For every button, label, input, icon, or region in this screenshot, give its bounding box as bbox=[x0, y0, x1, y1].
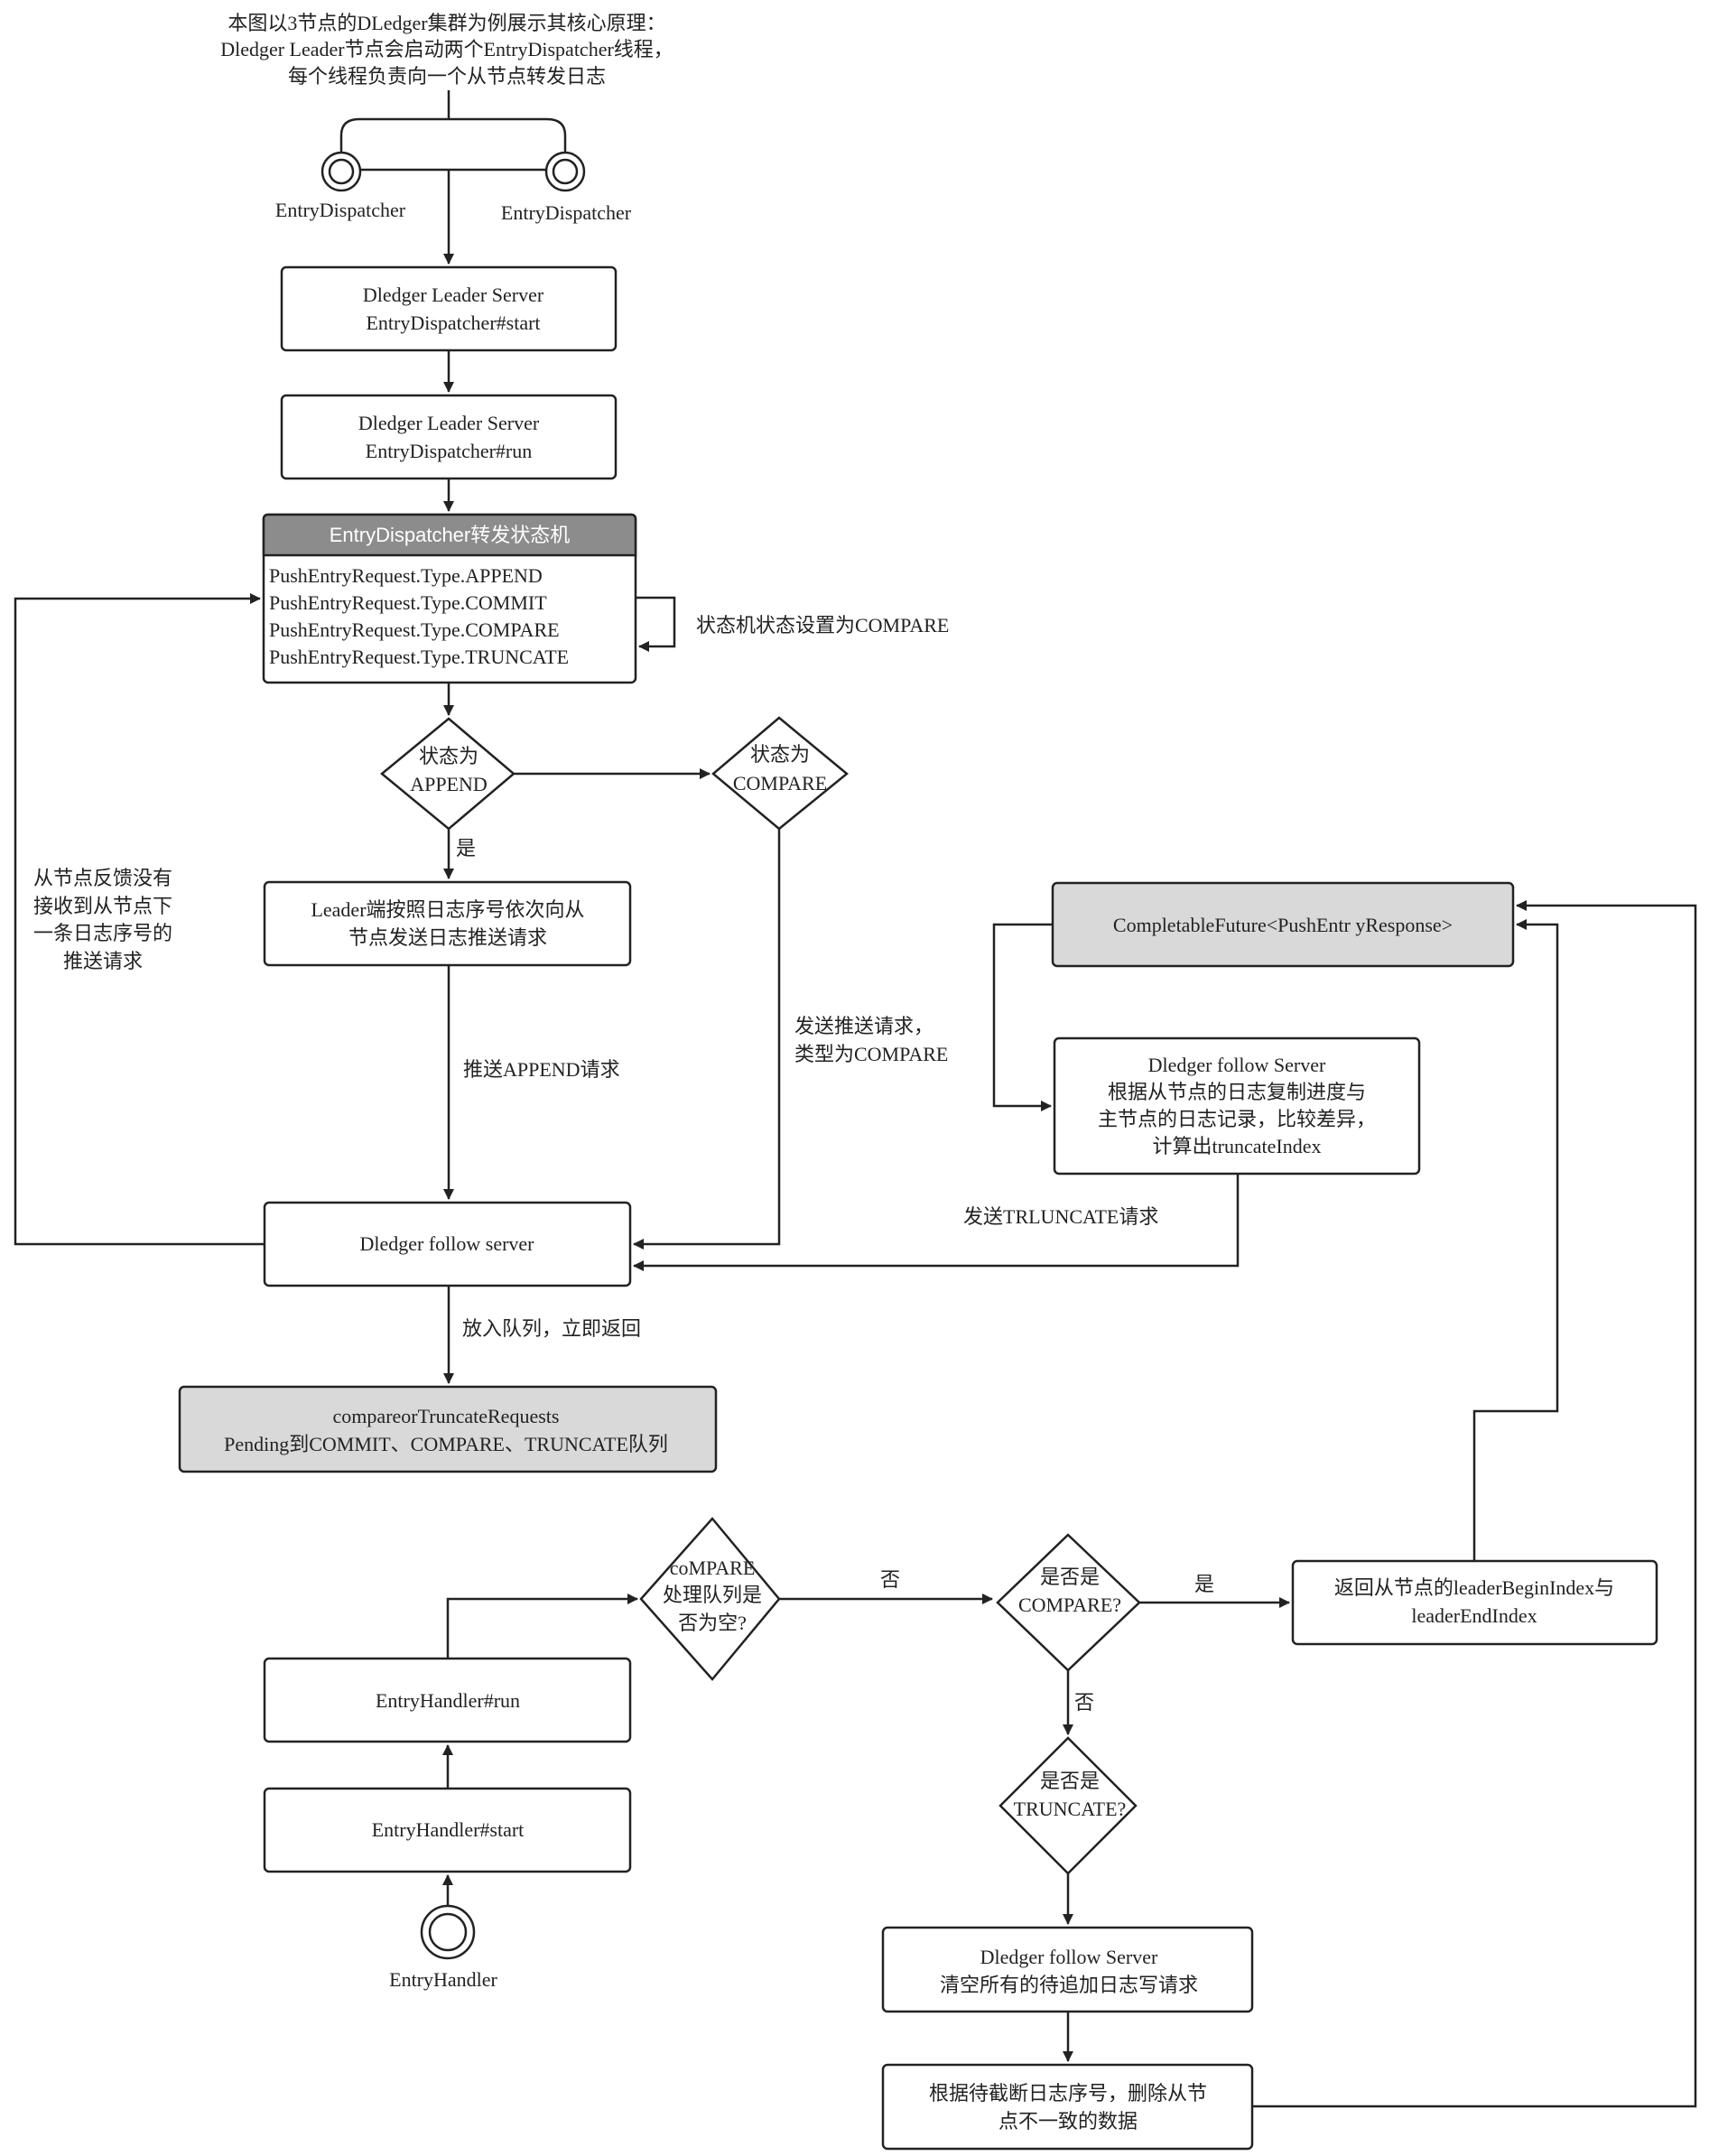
send-truncate-label: 发送TRLUNCATE请求 bbox=[963, 1205, 1158, 1228]
dispatcher-left-label: EntryDispatcher bbox=[275, 199, 406, 221]
handler-label: EntryHandler bbox=[389, 1968, 497, 1991]
leader-run-box: Dledger Leader Server EntryDispatcher#ru… bbox=[280, 394, 618, 480]
delete-data-box: 根据待截断日志序号，删除从节 点不一致的数据 bbox=[881, 2063, 1254, 2151]
feedback-line-4: 推送请求 bbox=[63, 950, 143, 972]
self-loop-label: 状态机状态设置为COMPARE bbox=[696, 614, 949, 637]
leader-run-line-1: Dledger Leader Server bbox=[358, 412, 540, 434]
handler-start-label: EntryHandler#start bbox=[372, 1818, 525, 1841]
decision-is-compare-line-1: 是否是 bbox=[1040, 1566, 1100, 1588]
future-to-compare-arrow bbox=[992, 923, 1053, 1111]
yes-label-append: 是 bbox=[456, 837, 476, 860]
decision-append-line-1: 状态为 bbox=[419, 745, 478, 767]
completable-future-box: CompletableFuture<PushEntr yResponse> bbox=[1051, 881, 1515, 968]
decision-queue-line-2: 处理队列是 bbox=[663, 1584, 762, 1606]
no-label-compare: 否 bbox=[1074, 1691, 1094, 1714]
send-compare-line-1: 发送推送请求， bbox=[794, 1015, 933, 1037]
state-machine-title: EntryDispatcher转发状态机 bbox=[330, 524, 571, 546]
intro-text: 本图以3节点的DLedger集群为例展示其核心原理： Dledger Leade… bbox=[220, 12, 673, 88]
no-label-queue: 否 bbox=[880, 1568, 900, 1591]
return-to-future-arrow bbox=[1472, 919, 1559, 1561]
intro-line-1: 本图以3节点的DLedger集群为例展示其核心原理： bbox=[228, 12, 665, 34]
follow-compare-box: Dledger follow Server 根据从节点的日志复制进度与 主节点的… bbox=[1053, 1036, 1421, 1176]
handler-terminal bbox=[420, 1904, 476, 1960]
pending-queue-box: compareorTruncateRequests Pending到COMMIT… bbox=[178, 1385, 718, 1473]
pending-queue-line-1: compareorTruncateRequests bbox=[333, 1405, 560, 1427]
clear-requests-line-1: Dledger follow Server bbox=[980, 1946, 1158, 1968]
follow-compare-line-4: 计算出truncateIndex bbox=[1153, 1135, 1322, 1157]
delete-data-line-2: 点不一致的数据 bbox=[998, 2110, 1138, 2133]
decision-compare-line-2: COMPARE bbox=[733, 772, 827, 795]
handler-run-box: EntryHandler#run bbox=[263, 1657, 632, 1743]
leader-push-line-2: 节点发送日志推送请求 bbox=[348, 926, 547, 949]
push-append-label: 推送APPEND请求 bbox=[463, 1058, 620, 1081]
dispatcher-right-label: EntryDispatcher bbox=[501, 201, 632, 224]
decision-is-compare-line-2: COMPARE? bbox=[1018, 1594, 1121, 1616]
truncate-request-arrow bbox=[633, 1174, 1240, 1271]
decision-compare: 状态为 COMPARE bbox=[711, 716, 849, 831]
decision-append: 状态为 APPEND bbox=[380, 717, 515, 831]
return-index-box: 返回从节点的leaderBeginIndex与 leaderEndIndex bbox=[1291, 1559, 1658, 1646]
decision-queue-empty: coMPARE 处理队列是 否为空? bbox=[639, 1517, 781, 1681]
leader-start-line-2: EntryDispatcher#start bbox=[366, 311, 540, 334]
follow-compare-line-1: Dledger follow Server bbox=[1148, 1054, 1326, 1076]
decision-compare-line-1: 状态为 bbox=[750, 743, 810, 766]
state-item-append: PushEntryRequest.Type.APPEND bbox=[269, 564, 543, 587]
follow-server-label: Dledger follow server bbox=[359, 1232, 534, 1255]
yes-label-compare: 是 bbox=[1194, 1573, 1214, 1595]
decision-queue-line-1: coMPARE bbox=[670, 1557, 756, 1579]
dispatcher-fork bbox=[339, 90, 567, 265]
return-index-line-2: leaderEndIndex bbox=[1411, 1604, 1537, 1627]
follow-compare-line-2: 根据从节点的日志复制进度与 bbox=[1108, 1081, 1366, 1103]
delete-to-future-arrow bbox=[1252, 900, 1697, 2108]
leader-run-line-2: EntryDispatcher#run bbox=[366, 440, 533, 462]
leader-push-line-1: Leader端按照日志序号依次向从 bbox=[311, 898, 584, 921]
enqueue-label: 放入队列，立即返回 bbox=[462, 1317, 641, 1340]
leader-push-box: Leader端按照日志序号依次向从 节点发送日志推送请求 bbox=[263, 880, 632, 967]
decision-append-line-2: APPEND bbox=[410, 773, 488, 795]
run-to-queue-check-arrow bbox=[446, 1594, 638, 1659]
clear-requests-line-2: 清空所有的待追加日志写请求 bbox=[940, 1974, 1198, 1996]
self-loop-arrow bbox=[636, 596, 676, 652]
follow-compare-line-3: 主节点的日志记录，比较差异， bbox=[1098, 1108, 1376, 1130]
state-item-truncate: PushEntryRequest.Type.TRUNCATE bbox=[269, 646, 569, 668]
decision-is-truncate-line-1: 是否是 bbox=[1040, 1770, 1100, 1792]
leader-start-line-1: Dledger Leader Server bbox=[363, 283, 544, 306]
pending-queue-line-2: Pending到COMMIT、COMPARE、TRUNCATE队列 bbox=[224, 1433, 668, 1455]
clear-requests-box: Dledger follow Server 清空所有的待追加日志写请求 bbox=[881, 1926, 1254, 2013]
dispatcher-right-terminal bbox=[544, 151, 586, 192]
compare-request-arrow bbox=[633, 829, 781, 1250]
handler-start-box: EntryHandler#start bbox=[263, 1787, 632, 1873]
handler-run-label: EntryHandler#run bbox=[376, 1689, 520, 1712]
decision-is-truncate: 是否是 TRUNCATE? bbox=[998, 1736, 1138, 1875]
state-machine-box: EntryDispatcher转发状态机 PushEntryRequest.Ty… bbox=[262, 513, 637, 684]
state-item-commit: PushEntryRequest.Type.COMMIT bbox=[269, 591, 547, 614]
feedback-line-1: 从节点反馈没有 bbox=[33, 867, 172, 889]
leader-start-box: Dledger Leader Server EntryDispatcher#st… bbox=[280, 265, 618, 352]
feedback-loop-arrow bbox=[14, 593, 265, 1246]
return-index-line-1: 返回从节点的leaderBeginIndex与 bbox=[1334, 1576, 1614, 1599]
decision-is-compare: 是否是 COMPARE? bbox=[996, 1533, 1141, 1672]
delete-data-line-1: 根据待截断日志序号，删除从节 bbox=[929, 2082, 1207, 2105]
state-item-compare: PushEntryRequest.Type.COMPARE bbox=[269, 618, 560, 641]
follow-server-box: Dledger follow server bbox=[263, 1201, 632, 1287]
send-compare-line-2: 类型为COMPARE bbox=[794, 1043, 948, 1065]
completable-future-label: CompletableFuture<PushEntr yResponse> bbox=[1113, 914, 1453, 936]
intro-line-3: 每个线程负责向一个从节点转发日志 bbox=[288, 65, 606, 88]
feedback-line-2: 接收到从节点下 bbox=[33, 895, 172, 917]
intro-line-2: Dledger Leader节点会启动两个EntryDispatcher线程， bbox=[220, 38, 673, 60]
decision-is-truncate-line-2: TRUNCATE? bbox=[1014, 1798, 1127, 1820]
dispatcher-left-terminal bbox=[320, 151, 362, 192]
feedback-line-3: 一条日志序号的 bbox=[33, 922, 172, 944]
decision-queue-line-3: 否为空? bbox=[678, 1612, 747, 1634]
